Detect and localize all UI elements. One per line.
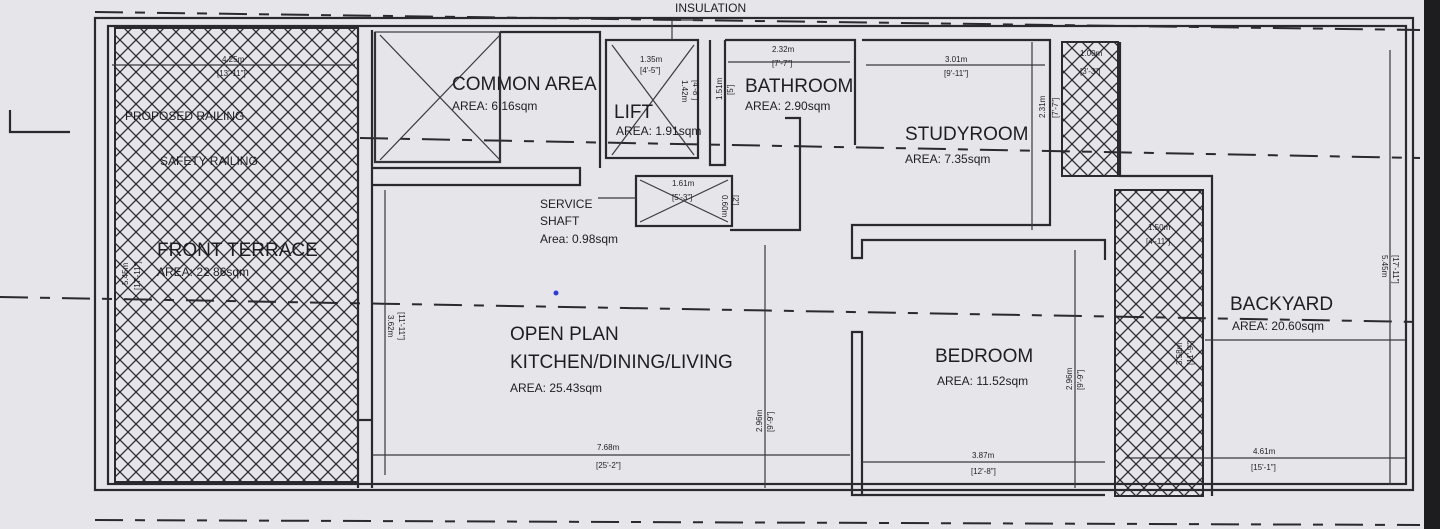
dim-bed-width-ft: [12'-8"] bbox=[971, 467, 996, 476]
dim-bed-height-ft: [9'-9"] bbox=[1076, 370, 1085, 390]
lift-label: LIFT bbox=[614, 102, 653, 123]
dim-planter-mid: 1.50m bbox=[1148, 223, 1171, 232]
dim-yard-width-ft: [15'-1"] bbox=[1251, 463, 1276, 472]
dim-open-height-2: 2.96m bbox=[755, 409, 764, 432]
dim-yard-height: 5.45m bbox=[1380, 255, 1389, 278]
walls bbox=[93, 16, 1415, 497]
bathroom-label: BATHROOM bbox=[745, 76, 853, 97]
service-shaft-area: Area: 0.98sqm bbox=[540, 232, 618, 246]
front-terrace-area: AREA: 22.86sqm bbox=[157, 265, 249, 279]
dim-shaft-height: 0.60m bbox=[720, 195, 729, 218]
dim-study-height: 2.31m bbox=[1038, 95, 1047, 118]
common-area-area: AREA: 6.16sqm bbox=[452, 99, 537, 113]
service-shaft-label-1: SERVICE bbox=[540, 197, 592, 211]
planter-top-hatch bbox=[1061, 41, 1119, 177]
open-plan-label-2: KITCHEN/DINING/LIVING bbox=[510, 352, 733, 373]
dim-shaft-height-ft: [2'] bbox=[731, 195, 740, 205]
cursor-dot bbox=[553, 290, 559, 296]
backyard-label: BACKYARD bbox=[1230, 294, 1333, 315]
dim-yard-width: 4.61m bbox=[1253, 447, 1276, 456]
dim-planter-top: 1.00m bbox=[1080, 49, 1103, 58]
common-area-label: COMMON AREA bbox=[452, 74, 597, 95]
studyroom-area: AREA: 7.35sqm bbox=[905, 152, 990, 166]
planter-side-hatch bbox=[1114, 189, 1204, 497]
dim-lift-height: 1.42m bbox=[680, 80, 689, 103]
bedroom-label: BEDROOM bbox=[935, 346, 1033, 367]
dimension-labels: 4.25m [13'-11"] 1.35m [4'-5"] 2.32m [7'-… bbox=[121, 45, 1400, 476]
backyard-area: AREA: 20.60sqm bbox=[1232, 319, 1324, 333]
dim-open-width: 7.68m bbox=[597, 443, 620, 452]
dim-terrace-width: 4.25m bbox=[222, 55, 245, 64]
dim-study-width: 3.01m bbox=[945, 55, 968, 64]
open-plan-area: AREA: 25.43sqm bbox=[510, 381, 602, 395]
dim-bath-width-ft: [7'-7"] bbox=[772, 59, 792, 68]
dim-terrace-height: 5.45m bbox=[121, 262, 130, 285]
dim-yard-height-ft: [17'-11"] bbox=[1391, 255, 1400, 284]
dim-lift-width: 1.35m bbox=[640, 55, 663, 64]
window-edge bbox=[1424, 0, 1440, 529]
front-terrace-hatch bbox=[114, 27, 359, 483]
bathroom-area: AREA: 2.90sqm bbox=[745, 99, 830, 113]
dim-shaft-width-ft: [5'-3"] bbox=[672, 193, 692, 202]
dim-open-height-ft: [11'-11"] bbox=[397, 312, 406, 340]
front-terrace-label: FRONT TERRACE bbox=[157, 240, 318, 261]
dim-lift-height-ft: [4'-8"] bbox=[691, 80, 700, 100]
studyroom-label: STUDYROOM bbox=[905, 124, 1029, 145]
dim-study-height-ft: [7'-7"] bbox=[1051, 98, 1060, 118]
bedroom-area: AREA: 11.52sqm bbox=[937, 374, 1028, 388]
service-shaft-label-2: SHAFT bbox=[540, 214, 580, 228]
dim-terrace-width-ft: [13'-11"] bbox=[217, 69, 246, 78]
dim-bed-height: 2.96m bbox=[1065, 367, 1074, 390]
dim-bath-height: 1.51m bbox=[715, 77, 724, 100]
dim-bed-width: 3.87m bbox=[972, 451, 995, 460]
dim-open-height: 3.62m bbox=[386, 315, 395, 338]
dim-planter-top-ft: [3'-3"] bbox=[1080, 67, 1100, 76]
dim-bath-width: 2.32m bbox=[772, 45, 795, 54]
dim-study-width-ft: [9'-11"] bbox=[944, 69, 968, 78]
insulation-note: INSULATION bbox=[675, 1, 746, 15]
proposed-railing-note: PROPOSED RAILING bbox=[125, 109, 244, 123]
dim-lift-width-ft: [4'-5"] bbox=[640, 66, 660, 75]
dim-open-width-ft: [25'-2"] bbox=[596, 461, 621, 470]
dim-open-height-2-ft: [9'-9"] bbox=[766, 412, 775, 432]
dim-planter-height-ft: [11'-9"] bbox=[1186, 341, 1195, 365]
dim-bath-height-ft: [5'] bbox=[726, 85, 735, 95]
dim-planter-mid-ft: [4'-11"] bbox=[1146, 237, 1170, 246]
dim-planter-height: 3.58m bbox=[1175, 342, 1184, 365]
safety-railing-note: SAFETY RAILING bbox=[160, 154, 258, 168]
lift-area: AREA: 1.91sqm bbox=[616, 124, 701, 138]
dim-terrace-height-ft: [17'-11"] bbox=[133, 261, 142, 290]
dimension-lines bbox=[112, 19, 1405, 488]
dim-shaft-width: 1.61m bbox=[672, 179, 695, 188]
open-plan-label-1: OPEN PLAN bbox=[510, 324, 619, 345]
